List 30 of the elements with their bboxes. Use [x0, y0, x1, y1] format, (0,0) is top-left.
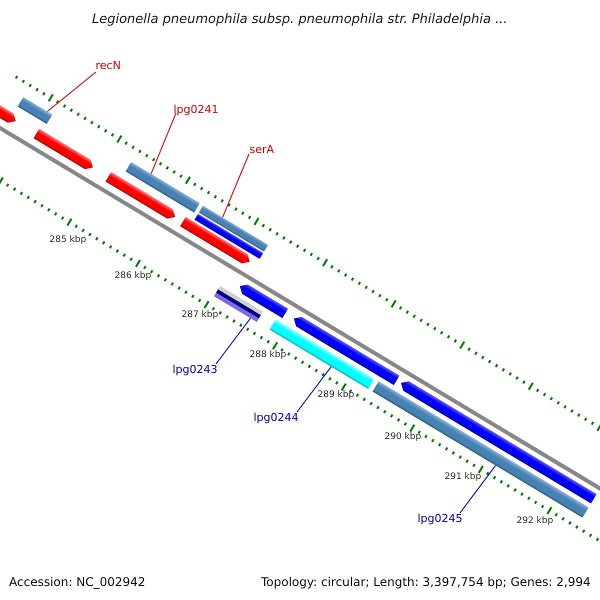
- gene-feature: [34, 128, 93, 170]
- gene-feature: [400, 381, 597, 504]
- scale-label: 285 kbp: [50, 236, 86, 244]
- gene-label: lpg0241: [174, 104, 219, 114]
- scale-label: 291 kbp: [444, 472, 482, 482]
- gene-feature: [194, 214, 264, 259]
- leader-line: [46, 72, 96, 112]
- footer-text: Accession: NC_002942: [9, 576, 146, 588]
- gene-label: serA: [250, 144, 274, 154]
- gene-label: recN: [96, 60, 121, 70]
- leader-line: [216, 318, 252, 364]
- scale-label: 289 kbp: [318, 390, 354, 400]
- scale-label: 288 kbp: [250, 350, 286, 360]
- gene-feature: [126, 162, 200, 213]
- leader-line: [460, 464, 496, 514]
- gene-label: lpg0244: [254, 412, 299, 422]
- gene-feature: [198, 206, 268, 252]
- scale-label: 290 kbp: [384, 432, 422, 442]
- gene-feature: [294, 316, 400, 386]
- footer-text: Topology: circular; Length: 3,397,754 bp; Genes: 2,994: [261, 576, 591, 588]
- scale-label: 287 kbp: [182, 310, 218, 320]
- scale-label: 286 kbp: [114, 272, 152, 280]
- title: Legionella pneumophila subsp. pneumophila str. Philadelphia ...: [92, 12, 508, 26]
- scale-label: 292 kbp: [516, 516, 554, 526]
- gene-label: lpg0245: [418, 512, 463, 524]
- gene-feature: [240, 284, 288, 318]
- gene-feature: [180, 216, 250, 264]
- gene-label: lpg0243: [172, 364, 218, 374]
- gene-feature: [270, 319, 374, 389]
- gene-feature: [106, 172, 176, 219]
